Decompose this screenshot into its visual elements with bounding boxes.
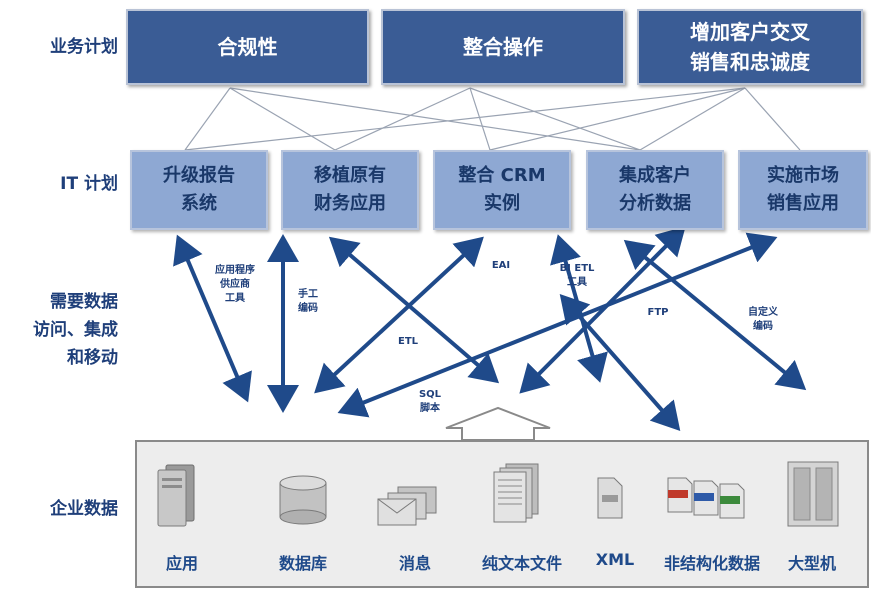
method-label-line: 脚本 [420,403,440,414]
it-plan-customer-analytics: 集成客户 分析数据 [586,150,724,230]
method-sql-script: SQL 脚本 [412,388,448,416]
data-flow-arrows [173,226,807,432]
upward-arrow [445,406,551,441]
method-bi-etl: BI ETL 工具 [555,262,599,290]
method-label-line: 应用程序 [215,265,255,276]
row-label-business: 业务计划 [50,37,118,57]
it-plan-upgrade-reporting: 升级报告 系统 [130,150,268,230]
method-label-line: 手工 [298,289,318,300]
row-label-data-access-line: 和移动 [67,348,118,368]
business-plan-label: 销售和忠诚度 [690,50,810,74]
it-plan-label: 实施市场 [767,165,839,186]
row-label-it: IT 计划 [60,174,118,194]
method-hand-code: 手工 编码 [288,288,328,316]
it-plan-label: 销售应用 [767,193,839,214]
business-plan-label: 整合操作 [463,35,543,59]
it-plan-label: 升级报告 [163,165,235,186]
source-label-mainframe: 大型机 [787,554,836,573]
method-ftp: FTP [647,307,669,318]
row-label-enterprise: 企业数据 [50,499,118,519]
it-plan-integrate-crm: 整合 CRM 实例 [433,150,571,230]
method-etl: ETL [397,336,419,347]
method-custom-code: 自定义 编码 [738,306,788,334]
it-plan-label: 实例 [484,193,520,214]
source-label-messages: 消息 [398,554,431,573]
method-label-line: 编码 [298,303,318,314]
method-label-line: 工具 [225,293,245,304]
business-plan-label: 增加客户交叉 [690,20,810,44]
method-label-line: 自定义 [748,307,778,318]
source-label-flat-file: 纯文本文件 [481,554,562,573]
method-label-line: SQL [418,389,442,400]
source-label-unstructured: 非结构化数据 [663,554,760,573]
method-label-line: 工具 [567,277,587,288]
method-eai: EAI [491,260,511,271]
plan-link-lines [184,87,801,151]
method-vendor-tools: 应用程序 供应商 工具 [205,264,265,306]
method-label-line: 编码 [753,321,773,332]
source-label-xml: XML [595,550,635,569]
enterprise-data-panel [135,440,869,588]
business-plan-label: 合规性 [217,35,278,59]
it-plan-label: 移植原有 [314,165,386,186]
it-plan-marketing-sales-app: 实施市场 销售应用 [738,150,868,230]
source-label-application: 应用 [165,554,198,573]
it-plan-label: 系统 [181,193,217,214]
business-plan-integrate-operations: 整合操作 [381,9,625,85]
row-label-data-access-line: 需要数据 [50,292,118,312]
it-plan-label: 财务应用 [314,193,386,214]
it-plan-label: 分析数据 [619,193,691,214]
it-plan-label: 集成客户 [619,165,691,186]
it-plan-migrate-finance: 移植原有 财务应用 [281,150,419,230]
business-plan-cross-sell-loyalty: 增加客户交叉 销售和忠诚度 [637,9,863,85]
row-label-data-access-line: 访问、集成 [33,320,118,340]
it-plan-label: 整合 CRM [458,165,546,186]
row-label-data-access: 需要数据 访问、集成 和移动 [10,288,118,372]
method-label-line: 供应商 [220,279,250,290]
method-label-line: BI ETL [559,263,595,274]
business-plan-compliance: 合规性 [126,9,369,85]
source-label-database: 数据库 [278,554,327,573]
